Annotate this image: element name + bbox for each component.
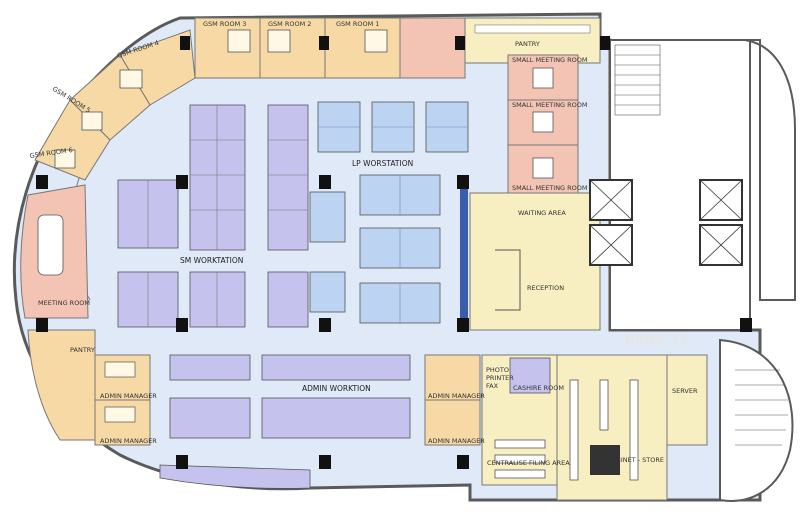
lp-workstation-area xyxy=(309,101,469,324)
right-stairs xyxy=(735,369,788,446)
gsm-rooms xyxy=(34,17,466,181)
label-cashier-room: CASHIRE ROOM xyxy=(513,384,564,392)
label-reception: RECEPTION xyxy=(527,284,564,292)
label-small-meeting-1: SMALL MEETING ROOM xyxy=(512,56,588,64)
reception-desk xyxy=(495,249,521,311)
label-gsm2: GSM ROOM 2 xyxy=(268,20,311,28)
filing-shelves xyxy=(494,379,639,481)
right-tower-bottom xyxy=(719,338,794,502)
label-admin-workstation: ADMIN WORKTION xyxy=(302,384,371,393)
right-tower-top xyxy=(744,39,796,301)
lp-desk-lines xyxy=(318,126,468,323)
glass-partition xyxy=(460,185,468,330)
admin-workstation-area xyxy=(159,354,411,489)
reception-area xyxy=(469,192,601,331)
label-gsm3: GSM ROOM 3 xyxy=(203,20,246,28)
gsm-desks xyxy=(54,29,388,169)
watermark: 0909 21 xyxy=(625,333,688,349)
label-server: SERVER xyxy=(672,387,698,395)
label-pantry-left: PANTRY xyxy=(70,346,95,354)
label-waiting-area: WAITING AREA xyxy=(518,209,566,217)
label-sm-workstation: SM WORKTATION xyxy=(180,256,243,265)
label-meeting-room: MEETING ROOM xyxy=(38,299,90,307)
label-admin-manager-2: ADMIN MANAGER xyxy=(100,437,157,445)
label-small-meeting-3: SMALL MEETING ROOM xyxy=(512,184,588,192)
meeting-table xyxy=(37,214,64,276)
label-locacabinet-store: LOCACABINET - STORE xyxy=(590,456,664,464)
admin-manager-rooms-left xyxy=(94,354,151,446)
label-gsm1: GSM ROOM 1 xyxy=(336,20,379,28)
pantry-left-room xyxy=(27,329,96,441)
label-small-meeting-2: SMALL MEETING ROOM xyxy=(512,101,588,109)
label-lp-workstation: LP WORSTATION xyxy=(352,159,413,168)
label-centralise-filing: CENTRALISE FILING AREA xyxy=(487,459,570,467)
label-admin-manager-1: ADMIN MANAGER xyxy=(100,392,157,400)
label-admin-manager-4: ADMIN MANAGER xyxy=(428,437,485,445)
sm-desk-lines xyxy=(147,105,308,327)
core xyxy=(589,39,751,331)
small-meeting-rooms xyxy=(507,54,579,194)
pantry-counter xyxy=(474,24,591,34)
structural-columns xyxy=(36,36,752,469)
label-pantry-top: PANTRY xyxy=(515,40,540,48)
label-admin-manager-3: ADMIN MANAGER xyxy=(428,392,485,400)
